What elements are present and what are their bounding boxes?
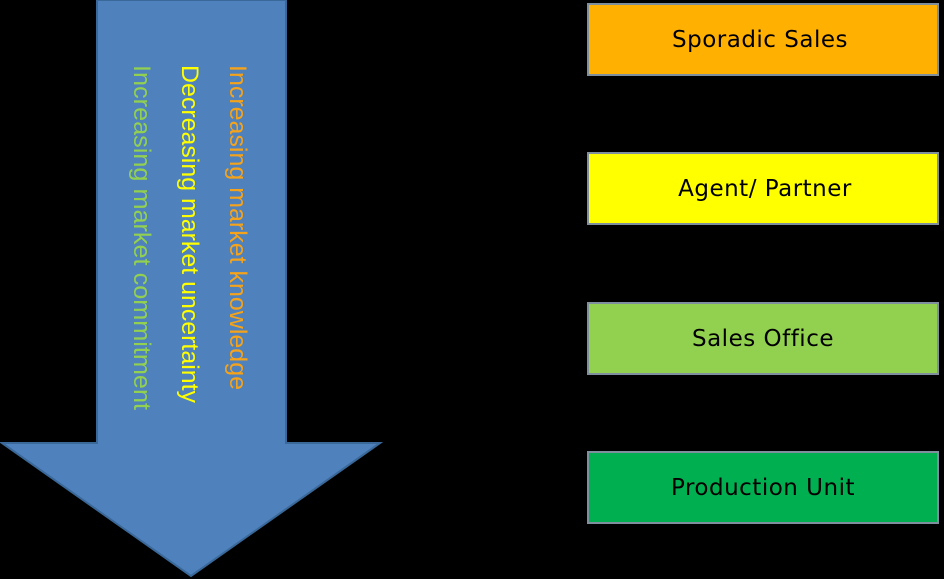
down-arrow-shape — [0, 0, 384, 578]
stage-agent-partner: Agent/ Partner — [587, 152, 939, 225]
stage-label: Agent/ Partner — [678, 175, 852, 202]
stage-production-unit: Production Unit — [587, 451, 939, 524]
stage-sporadic-sales: Sporadic Sales — [587, 3, 939, 76]
arrow-label-uncertainty: Decreasing market uncertainty — [176, 65, 203, 403]
stage-label: Sporadic Sales — [672, 26, 848, 53]
arrow-label-commitment: Increasing market commitment — [128, 65, 155, 410]
stage-label: Sales Office — [691, 325, 834, 352]
stage-sales-office: Sales Office — [587, 302, 939, 375]
stage-label: Production Unit — [671, 474, 855, 501]
arrow-label-knowledge: Increasing market knowledge — [224, 65, 251, 390]
